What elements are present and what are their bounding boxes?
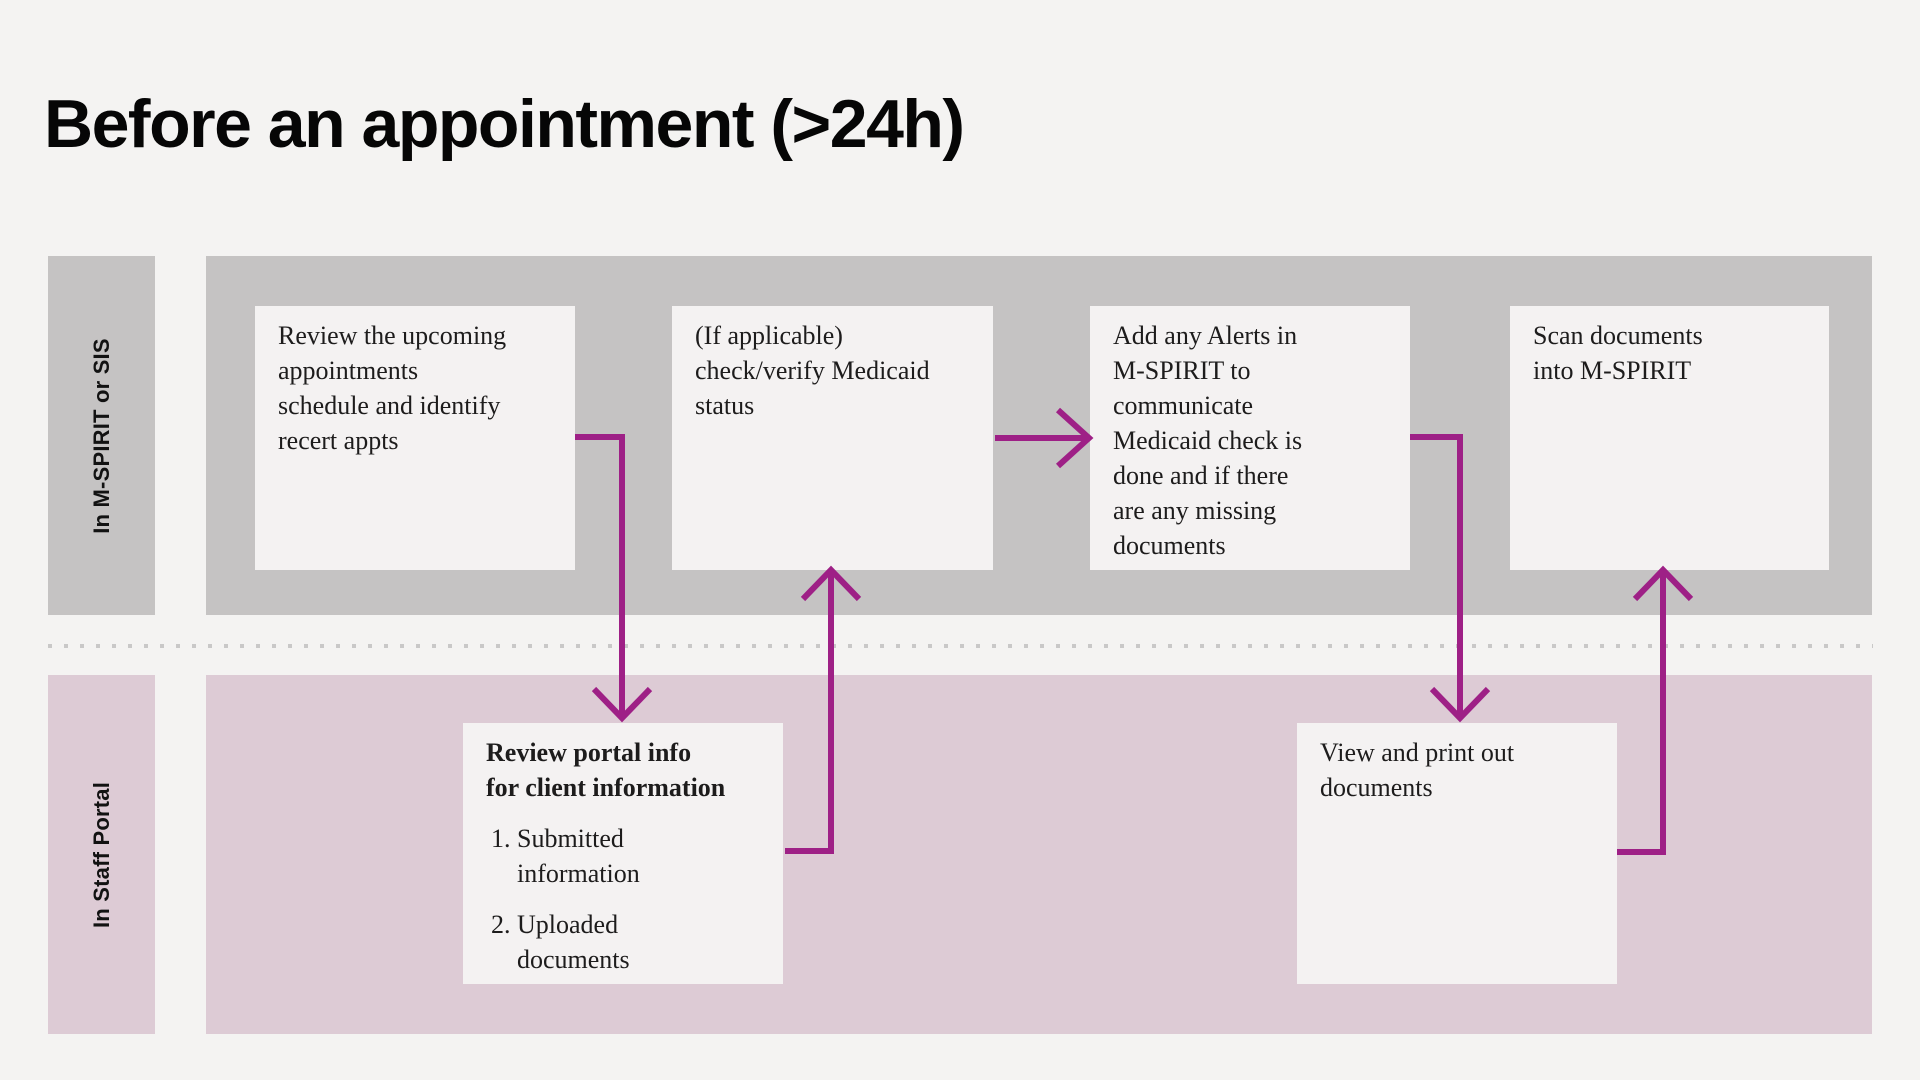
node-review-portal-heading: Review portal info for client informatio…	[486, 738, 726, 802]
node-review-portal: Review portal info for client informatio…	[463, 723, 783, 984]
node-scan-documents-text: Scan documents into M-SPIRIT	[1533, 321, 1703, 385]
node-scan-documents: Scan documents into M-SPIRIT	[1510, 306, 1829, 570]
lane-label-staff-portal-text: In Staff Portal	[88, 781, 114, 928]
lane-label-m-spirit-text: In M-SPIRIT or SIS	[88, 337, 114, 534]
node-check-medicaid-text: (If applicable) check/verify Medicaid st…	[695, 321, 930, 420]
node-review-portal-item-1: Submitted information	[517, 821, 767, 891]
node-add-alerts-text: Add any Alerts in M-SPIRIT to communicat…	[1113, 321, 1303, 560]
node-review-portal-item-2: Uploaded documents	[517, 907, 767, 977]
node-review-portal-list: Submitted information Uploaded documents	[486, 821, 767, 977]
lane-band-staff-portal	[206, 675, 1872, 1034]
node-add-alerts: Add any Alerts in M-SPIRIT to communicat…	[1090, 306, 1410, 570]
page-title: Before an appointment (>24h)	[44, 85, 965, 162]
node-check-medicaid: (If applicable) check/verify Medicaid st…	[672, 306, 993, 570]
lane-label-m-spirit: In M-SPIRIT or SIS	[48, 256, 155, 615]
lane-label-staff-portal: In Staff Portal	[48, 675, 155, 1034]
lane-divider-dotted	[48, 644, 1873, 648]
node-review-appointments-text: Review the upcoming appointments schedul…	[278, 321, 507, 455]
node-review-appointments: Review the upcoming appointments schedul…	[255, 306, 575, 570]
node-view-print-text: View and print out documents	[1320, 738, 1515, 802]
node-view-print: View and print out documents	[1297, 723, 1617, 984]
